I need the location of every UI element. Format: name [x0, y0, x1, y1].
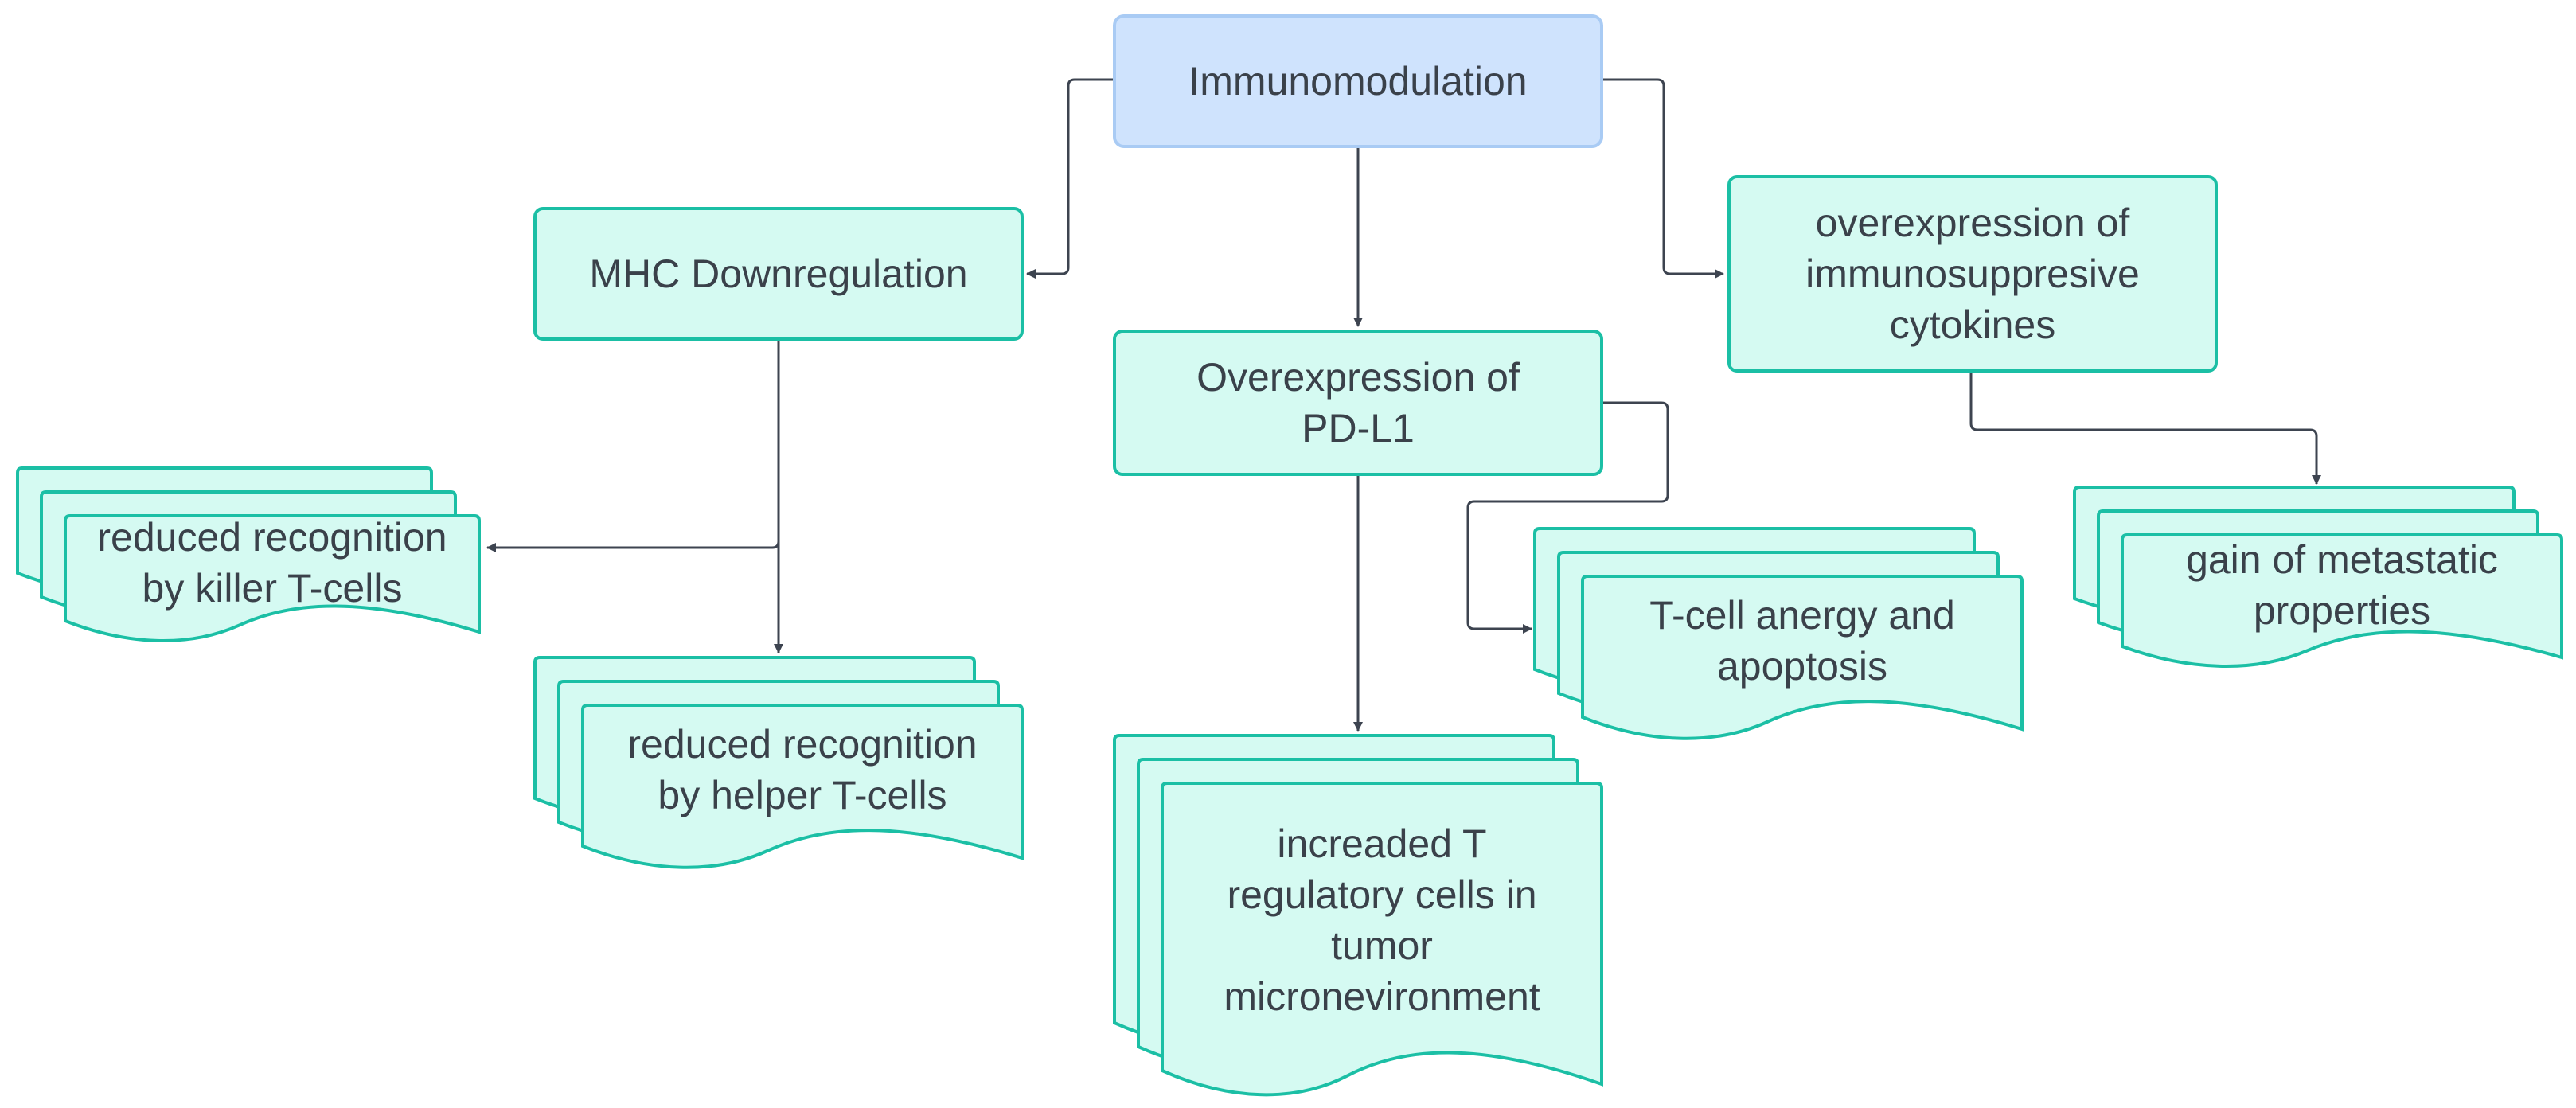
connector-mhc-to-killer	[486, 341, 780, 552]
connector-root-to-cytokines	[1602, 78, 1724, 279]
node-immunomodulation[interactable]: Immunomodulation	[1113, 14, 1603, 148]
document-label: reduced recognition by helper T-cells	[627, 722, 977, 817]
doc-reduced-recognition-helper[interactable]: reduced recognition by helper T-cells	[533, 656, 1024, 869]
documents.metastatic.lines-line-2: properties	[2254, 588, 2430, 633]
document-sheet-3	[64, 514, 481, 642]
nodes.cytokines.lines-line-3: cytokines	[1890, 302, 2055, 347]
documents.treg.lines-line-3: tumor	[1331, 923, 1433, 968]
document-label: reduced recognition by killer T-cells	[97, 515, 447, 611]
node-mhc-downregulation-label: MHC Downregulation	[589, 252, 967, 296]
documents.treg.lines-line-4: micronevironment	[1224, 974, 1540, 1019]
doc-tcell-anergy-apoptosis[interactable]: T-cell anergy and apoptosis	[1533, 527, 2024, 740]
connector-pdl1-to-anergy	[1466, 401, 1669, 634]
connector-root-to-mhc	[1026, 78, 1114, 279]
nodes.pdl1.lines-line-2: PD-L1	[1302, 406, 1415, 451]
document-sheet-3	[2121, 533, 2563, 668]
documents.anergy.lines-line-1: T-cell anergy and	[1649, 593, 1955, 638]
node-overexpression-cytokines[interactable]: overexpression of immunosuppresive cytokin…	[1727, 175, 2218, 373]
document-sheet-3	[581, 704, 1024, 869]
documents.killer.lines-line-2: by killer T-cells	[142, 566, 403, 611]
documents.helper.lines-line-1: reduced recognition	[627, 722, 977, 767]
nodes.cytokines.lines-line-1: overexpression of	[1816, 201, 2130, 245]
documents.killer.lines-line-1: reduced recognition	[97, 515, 447, 560]
documents.anergy.lines-line-2: apoptosis	[1717, 644, 1887, 689]
nodes.pdl1.lines-line-1: Overexpression of	[1196, 355, 1520, 400]
document-label: gain of metastatic properties	[2186, 537, 2498, 633]
node-overexpression-cytokines-label: overexpression of immunosuppresive cytokin…	[1805, 201, 2140, 347]
node-mhc-downregulation[interactable]: MHC Downregulation	[533, 207, 1024, 341]
doc-increased-treg[interactable]: increaded T regulatory cells in tumor micro…	[1113, 734, 1603, 1097]
connector-cytokines-to-metastatic	[1969, 373, 2321, 485]
documents.treg.lines-line-2: regulatory cells in	[1227, 872, 1536, 917]
nodes.cytokines.lines-line-2: immunosuppresive	[1805, 252, 2140, 296]
nodes.mhc.lines-line-1: MHC Downregulation	[589, 252, 967, 296]
documents.treg.lines-line-1: increaded T	[1277, 821, 1486, 866]
documents.metastatic.lines-line-1: gain of metastatic	[2186, 537, 2498, 582]
doc-gain-metastatic[interactable]: gain of metastatic properties	[2073, 486, 2563, 668]
documents.helper.lines-line-2: by helper T-cells	[658, 773, 946, 817]
doc-reduced-recognition-killer[interactable]: reduced recognition by killer T-cells	[16, 466, 481, 642]
document-sheet-3	[1161, 782, 1603, 1097]
node-overexpression-pdl1-label: Overexpression of PD-L1	[1196, 355, 1520, 451]
document-sheet-3	[1581, 575, 2024, 740]
node-immunomodulation-label: Immunomodulation	[1188, 59, 1527, 103]
document-label: increaded T regulatory cells in tumor micro…	[1224, 821, 1540, 1019]
document-label: T-cell anergy and apoptosis	[1649, 593, 1955, 689]
node-overexpression-pdl1[interactable]: Overexpression of PD-L1	[1113, 330, 1603, 476]
nodes.root.lines-line-1: Immunomodulation	[1188, 59, 1527, 103]
connectors	[486, 78, 2321, 732]
